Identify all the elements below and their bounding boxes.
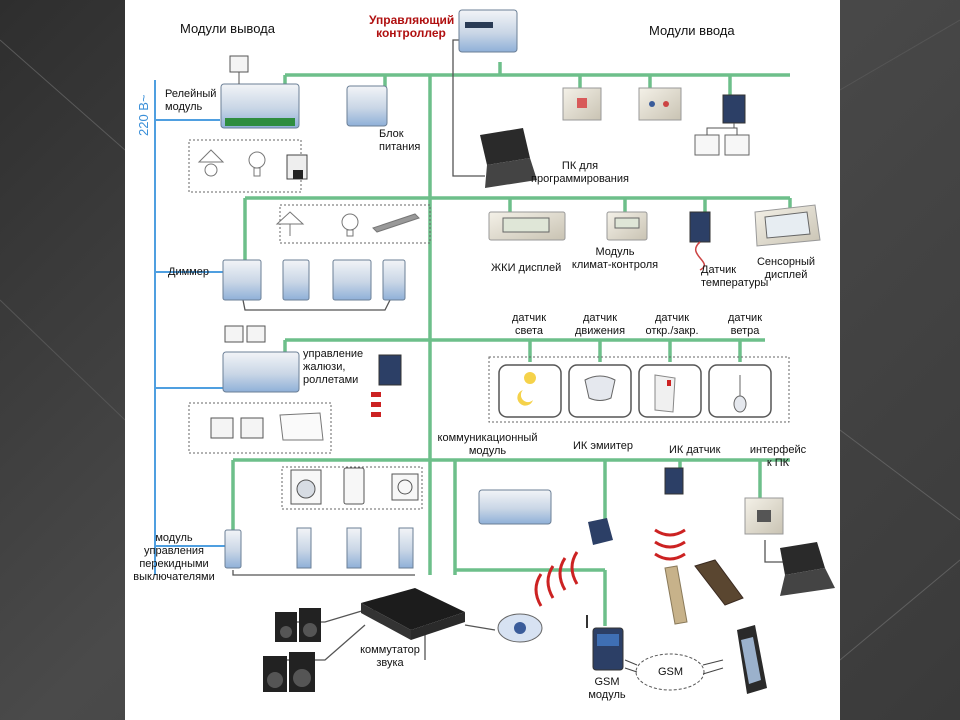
temp-sensor-device[interactable] — [689, 211, 711, 271]
right-decoration — [840, 0, 960, 720]
label-open-close-sensor: датчик откр./закр. — [645, 312, 699, 337]
label-power-block: Блок питания — [379, 128, 421, 153]
switch-button-icon — [229, 55, 249, 84]
label-switch-module: модуль управления перекидными выключател… — [133, 532, 215, 583]
label-lcd-display: ЖКИ дисплей — [491, 262, 562, 274]
lamp-icon — [275, 211, 420, 237]
label-controller: Управляющий контроллер — [369, 13, 455, 40]
controller-device[interactable] — [458, 9, 518, 53]
label-relay-module: Релейный модуль — [165, 88, 217, 113]
left-decoration-lines — [0, 39, 125, 421]
lcd-display-device[interactable] — [488, 211, 566, 241]
fridge-icon — [343, 467, 365, 505]
label-climate-module: Модуль климат-контроля — [571, 246, 659, 271]
motion-sensor-icon[interactable] — [568, 364, 632, 418]
touch-display-device[interactable] — [754, 204, 821, 247]
coffee-maker-icon — [286, 154, 308, 180]
label-pc-interface: интерфейс к ПК — [749, 444, 807, 469]
gsm-arrows — [624, 659, 724, 675]
bulb-icon — [197, 149, 266, 177]
blinds-control-module[interactable] — [222, 325, 300, 393]
label-temp-sensor: Датчик температуры — [701, 264, 769, 289]
power-line — [154, 80, 225, 575]
anemometer-icon[interactable] — [708, 364, 772, 418]
gsm-cloud-icon — [635, 653, 705, 691]
label-ir-sensor: ИК датчик — [669, 444, 721, 456]
input-switch-1[interactable] — [562, 87, 602, 121]
gsm-module-device[interactable] — [586, 615, 624, 671]
label-voltage: 220 В~ — [136, 94, 151, 136]
pc-interface-device[interactable] — [744, 497, 784, 535]
phone-icon — [737, 625, 767, 694]
label-motion-sensor: датчик движения — [574, 312, 626, 337]
label-blinds-control: управление жалюзи, роллетами — [303, 348, 364, 386]
dimmer-modules[interactable] — [222, 259, 406, 301]
label-comm-module: коммуникационный модуль — [437, 432, 538, 457]
sun-moon-icon[interactable] — [498, 364, 562, 418]
laptop-icon[interactable] — [780, 542, 835, 596]
audio-switch-device[interactable] — [361, 588, 465, 640]
smart-home-diagram — [154, 9, 835, 694]
stereo-icon — [497, 613, 543, 643]
label-ir-emitter: ИК эмиитер — [573, 440, 633, 452]
socket-icon — [391, 473, 419, 501]
relay-module[interactable] — [220, 83, 300, 129]
label-gsm-module: GSM модуль — [588, 676, 626, 701]
input-switch-2[interactable] — [638, 87, 682, 121]
power-block[interactable] — [346, 85, 388, 127]
label-touch-display: Сенсорный дисплей — [756, 256, 816, 281]
speaker-icon — [263, 608, 321, 692]
label-pc-programming: ПК для программирования — [531, 160, 629, 185]
label-dimmer: Диммер — [168, 266, 209, 278]
dashed-groups — [188, 139, 790, 510]
slide: Модули вывода Управляющий контроллер Мод… — [125, 0, 840, 720]
label-audio-switch: коммутатор звука — [360, 644, 420, 669]
right-decoration-lines — [840, 19, 960, 661]
bus-lines — [231, 62, 792, 626]
blinds-switches — [210, 412, 324, 441]
left-decoration — [0, 0, 125, 720]
comm-module-device[interactable] — [478, 489, 552, 525]
washing-machine-icon — [290, 469, 322, 505]
label-gsm-cloud: GSM — [658, 666, 684, 678]
ir-sensor-device[interactable] — [654, 467, 686, 561]
door-icon[interactable] — [638, 364, 702, 418]
climate-module-device[interactable] — [606, 211, 648, 241]
label-input-modules: Модули ввода — [649, 23, 735, 38]
label-light-sensor: датчик света — [511, 312, 547, 337]
switch-module-device[interactable] — [224, 529, 242, 569]
ir-emitter-device[interactable] — [534, 518, 613, 607]
label-wind-sensor: датчик ветра — [727, 312, 763, 337]
input-module-device[interactable] — [694, 94, 750, 156]
remote-icon — [664, 559, 744, 625]
label-output-modules: Модули вывода — [180, 21, 275, 36]
blinds-remote-module[interactable] — [371, 354, 402, 417]
laptop-icon[interactable] — [480, 128, 537, 188]
switch-relays[interactable] — [296, 527, 414, 569]
